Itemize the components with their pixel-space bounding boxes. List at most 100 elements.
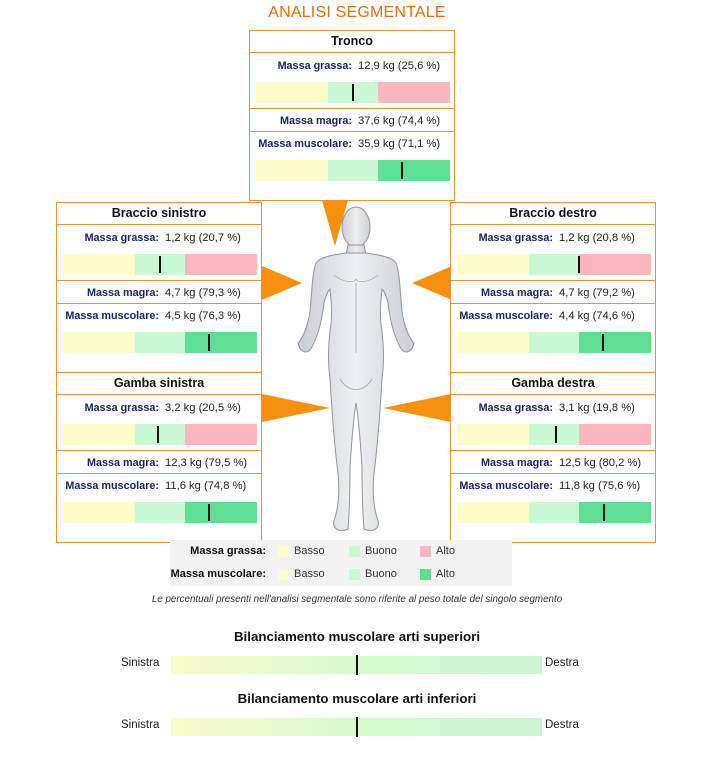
- arrow-gamba-sinistra-icon: [262, 394, 330, 422]
- legend-swatch-basso: [278, 546, 289, 557]
- footnote: Le percentuali presenti nell'analisi seg…: [151, 594, 563, 605]
- muscle-mass-value: 4,5 kg (76,3 %): [165, 310, 241, 322]
- lean-mass-row: Massa magra: 37,6 kg (74,4 %): [250, 110, 454, 132]
- legend: Massa grassa: Basso Buono Alto Massa mus…: [170, 540, 512, 586]
- lean-mass-label: Massa magra:: [86, 287, 159, 299]
- arrow-gamba-destra-icon: [383, 394, 451, 422]
- segment-title: Gamba sinistra: [113, 376, 205, 390]
- lean-mass-value: 37,6 kg (74,4 %): [358, 115, 441, 127]
- fat-mass-row: Massa grassa: 1,2 kg (20,7 %): [57, 227, 261, 249]
- page-title: ANALISI SEGMENTALE: [268, 4, 446, 21]
- muscle-mass-bar: [63, 502, 257, 523]
- balance-upper-marker: [356, 655, 358, 675]
- balance-lower-left-label: Sinistra: [121, 719, 160, 731]
- segment-title: Braccio sinistro: [111, 206, 207, 220]
- fat-mass-value: 1,2 kg (20,7 %): [165, 232, 241, 244]
- arrow-braccio-sinistro-icon: [262, 266, 302, 300]
- balance-lower-bar: [171, 717, 542, 737]
- legend-label-basso: Basso: [294, 545, 325, 557]
- lean-mass-row: Massa magra: 12,5 kg (80,2 %): [451, 452, 655, 474]
- legend-swatch-basso: [278, 569, 289, 580]
- lean-mass-label: Massa magra:: [480, 287, 553, 299]
- balance-upper-title: Bilanciamento muscolare arti superiori: [233, 629, 481, 644]
- fat-mass-marker: [578, 256, 580, 273]
- lean-mass-row: Massa magra: 4,7 kg (79,2 %): [451, 282, 655, 304]
- fat-mass-row: Massa grassa: 3,1 kg (19,8 %): [451, 397, 655, 419]
- fat-mass-row: Massa grassa: 1,2 kg (20,8 %): [451, 227, 655, 249]
- segment-tronco: Tronco Massa grassa: 12,9 kg (25,6 %) Ma…: [249, 30, 455, 201]
- muscle-mass-value: 35,9 kg (71,1 %): [358, 138, 441, 150]
- fat-mass-row: Massa grassa: 3,2 kg (20,5 %): [57, 397, 261, 419]
- fat-mass-value: 3,2 kg (20,5 %): [165, 402, 241, 414]
- muscle-mass-row: Massa muscolare: 11,6 kg (74,8 %): [57, 475, 261, 497]
- legend-swatch-buono: [349, 546, 360, 557]
- fat-mass-value: 12,9 kg (25,6 %): [358, 60, 441, 72]
- muscle-mass-marker: [208, 504, 210, 521]
- muscle-mass-label: Massa muscolare:: [65, 480, 159, 492]
- fat-mass-label: Massa grassa:: [84, 232, 159, 244]
- muscle-mass-bar: [256, 160, 450, 181]
- balance-lower-title: Bilanciamento muscolare arti inferiori: [237, 691, 477, 706]
- legend-title: Massa grassa:: [190, 545, 266, 557]
- segment-gamba-destra: Gamba destra Massa grassa: 3,1 kg (19,8 …: [450, 372, 656, 543]
- legend-row-muscolare: Massa muscolare: Basso Buono Alto: [170, 563, 512, 586]
- muscle-mass-label: Massa muscolare:: [459, 310, 553, 322]
- legend-label-alto: Alto: [436, 568, 455, 580]
- legend-swatch-buono: [349, 569, 360, 580]
- lean-mass-row: Massa magra: 12,3 kg (79,5 %): [57, 452, 261, 474]
- lean-mass-label: Massa magra:: [279, 115, 352, 127]
- muscle-mass-value: 11,8 kg (75,6 %): [559, 480, 641, 492]
- lean-mass-row: Massa magra: 4,7 kg (79,3 %): [57, 282, 261, 304]
- fat-mass-marker: [159, 256, 161, 273]
- fat-mass-bar: [256, 82, 450, 103]
- fat-mass-marker: [157, 426, 159, 443]
- muscle-mass-value: 11,6 kg (74,8 %): [165, 480, 247, 492]
- arrow-braccio-destro-icon: [412, 266, 452, 300]
- muscle-mass-marker: [602, 334, 604, 351]
- segment-braccio-sinistro: Braccio sinistro Massa grassa: 1,2 kg (2…: [56, 202, 262, 373]
- fat-mass-value: 3,1 kg (19,8 %): [559, 402, 635, 414]
- legend-label-buono: Buono: [365, 568, 397, 580]
- lean-mass-value: 12,5 kg (80,2 %): [559, 457, 642, 469]
- legend-title: Massa muscolare:: [170, 568, 266, 580]
- muscle-mass-label: Massa muscolare:: [459, 480, 553, 492]
- lean-mass-label: Massa magra:: [480, 457, 553, 469]
- segment-braccio-destro: Braccio destro Massa grassa: 1,2 kg (20,…: [450, 202, 656, 373]
- fat-mass-row: Massa grassa: 12,9 kg (25,6 %): [250, 55, 454, 77]
- segment-gamba-sinistra: Gamba sinistra Massa grassa: 3,2 kg (20,…: [56, 372, 262, 543]
- legend-label-alto: Alto: [436, 545, 455, 557]
- muscle-mass-value: 4,4 kg (74,6 %): [559, 310, 635, 322]
- fat-mass-marker: [555, 426, 557, 443]
- lean-mass-value: 4,7 kg (79,3 %): [165, 287, 241, 299]
- fat-mass-bar: [63, 424, 257, 445]
- fat-mass-marker: [352, 84, 354, 101]
- muscle-mass-marker: [208, 334, 210, 351]
- lean-mass-value: 12,3 kg (79,5 %): [165, 457, 248, 469]
- legend-swatch-alto: [420, 569, 431, 580]
- muscle-mass-bar: [63, 332, 257, 353]
- balance-upper-bar: [171, 655, 542, 675]
- segment-title: Braccio destro: [509, 206, 597, 220]
- balance-lower-right-label: Destra: [545, 719, 579, 731]
- legend-swatch-alto: [420, 546, 431, 557]
- muscle-mass-marker: [603, 504, 605, 521]
- legend-label-basso: Basso: [294, 568, 325, 580]
- muscle-mass-marker: [401, 162, 403, 179]
- fat-mass-label: Massa grassa:: [277, 60, 352, 72]
- legend-row-grassa: Massa grassa: Basso Buono Alto: [170, 540, 512, 563]
- lean-mass-value: 4,7 kg (79,2 %): [559, 287, 635, 299]
- lean-mass-label: Massa magra:: [86, 457, 159, 469]
- human-body-icon: [297, 206, 415, 532]
- fat-mass-label: Massa grassa:: [84, 402, 159, 414]
- muscle-mass-bar: [457, 332, 651, 353]
- fat-mass-bar: [457, 424, 651, 445]
- muscle-mass-row: Massa muscolare: 4,4 kg (74,6 %): [451, 305, 655, 327]
- muscle-mass-label: Massa muscolare:: [65, 310, 159, 322]
- fat-mass-bar: [457, 254, 651, 275]
- fat-mass-value: 1,2 kg (20,8 %): [559, 232, 635, 244]
- fat-mass-label: Massa grassa:: [478, 402, 553, 414]
- fat-mass-label: Massa grassa:: [478, 232, 553, 244]
- balance-upper-left-label: Sinistra: [121, 657, 160, 669]
- fat-mass-bar: [63, 254, 257, 275]
- muscle-mass-row: Massa muscolare: 11,8 kg (75,6 %): [451, 475, 655, 497]
